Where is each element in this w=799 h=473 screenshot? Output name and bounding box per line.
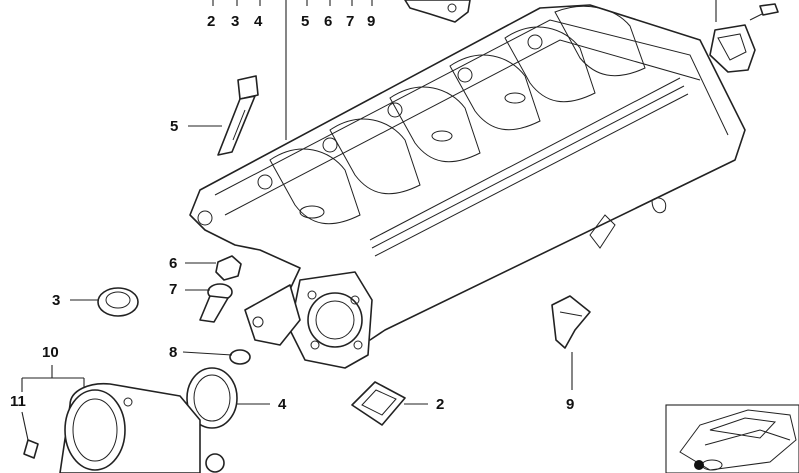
label-top-4: 4 [254,13,263,30]
label-gasket-4: 4 [278,396,287,413]
leader-lines [21,0,573,441]
seal-2 [351,381,406,426]
gasket-4 [186,367,238,429]
vehicle-thumbnail [665,404,799,473]
label-top-5: 5 [301,13,310,30]
screw-11 [23,439,39,459]
cover-bracket [404,0,471,23]
nut-6 [215,255,242,281]
washer-8 [229,349,251,365]
label-bolt-7: 7 [169,281,178,298]
label-ring-3: 3 [52,292,61,309]
label-top-3: 3 [231,13,240,30]
label-top-7: 7 [346,13,355,30]
throttle-flange [289,271,373,369]
label-bolt-5: 5 [170,118,179,135]
label-seal-2: 2 [436,396,445,413]
label-nut-6: 6 [169,255,178,272]
intake-manifold [189,4,746,369]
label-group-10: 10 [42,344,59,361]
label-top-9: 9 [367,13,376,30]
label-screw-11: 11 [10,393,26,410]
throttle-body-10 [59,382,225,473]
label-washer-8: 8 [169,344,178,361]
label-top-6: 6 [324,13,333,30]
label-top-2: 2 [207,13,216,30]
bolt-5 [217,75,259,156]
manifold-runners [269,5,646,225]
location-marker-icon [694,460,704,470]
ring-3 [97,287,139,317]
label-clip-9: 9 [566,396,575,413]
clip-9 [551,295,591,349]
bolt-7 [199,283,233,323]
sensor-assembly [709,0,779,73]
